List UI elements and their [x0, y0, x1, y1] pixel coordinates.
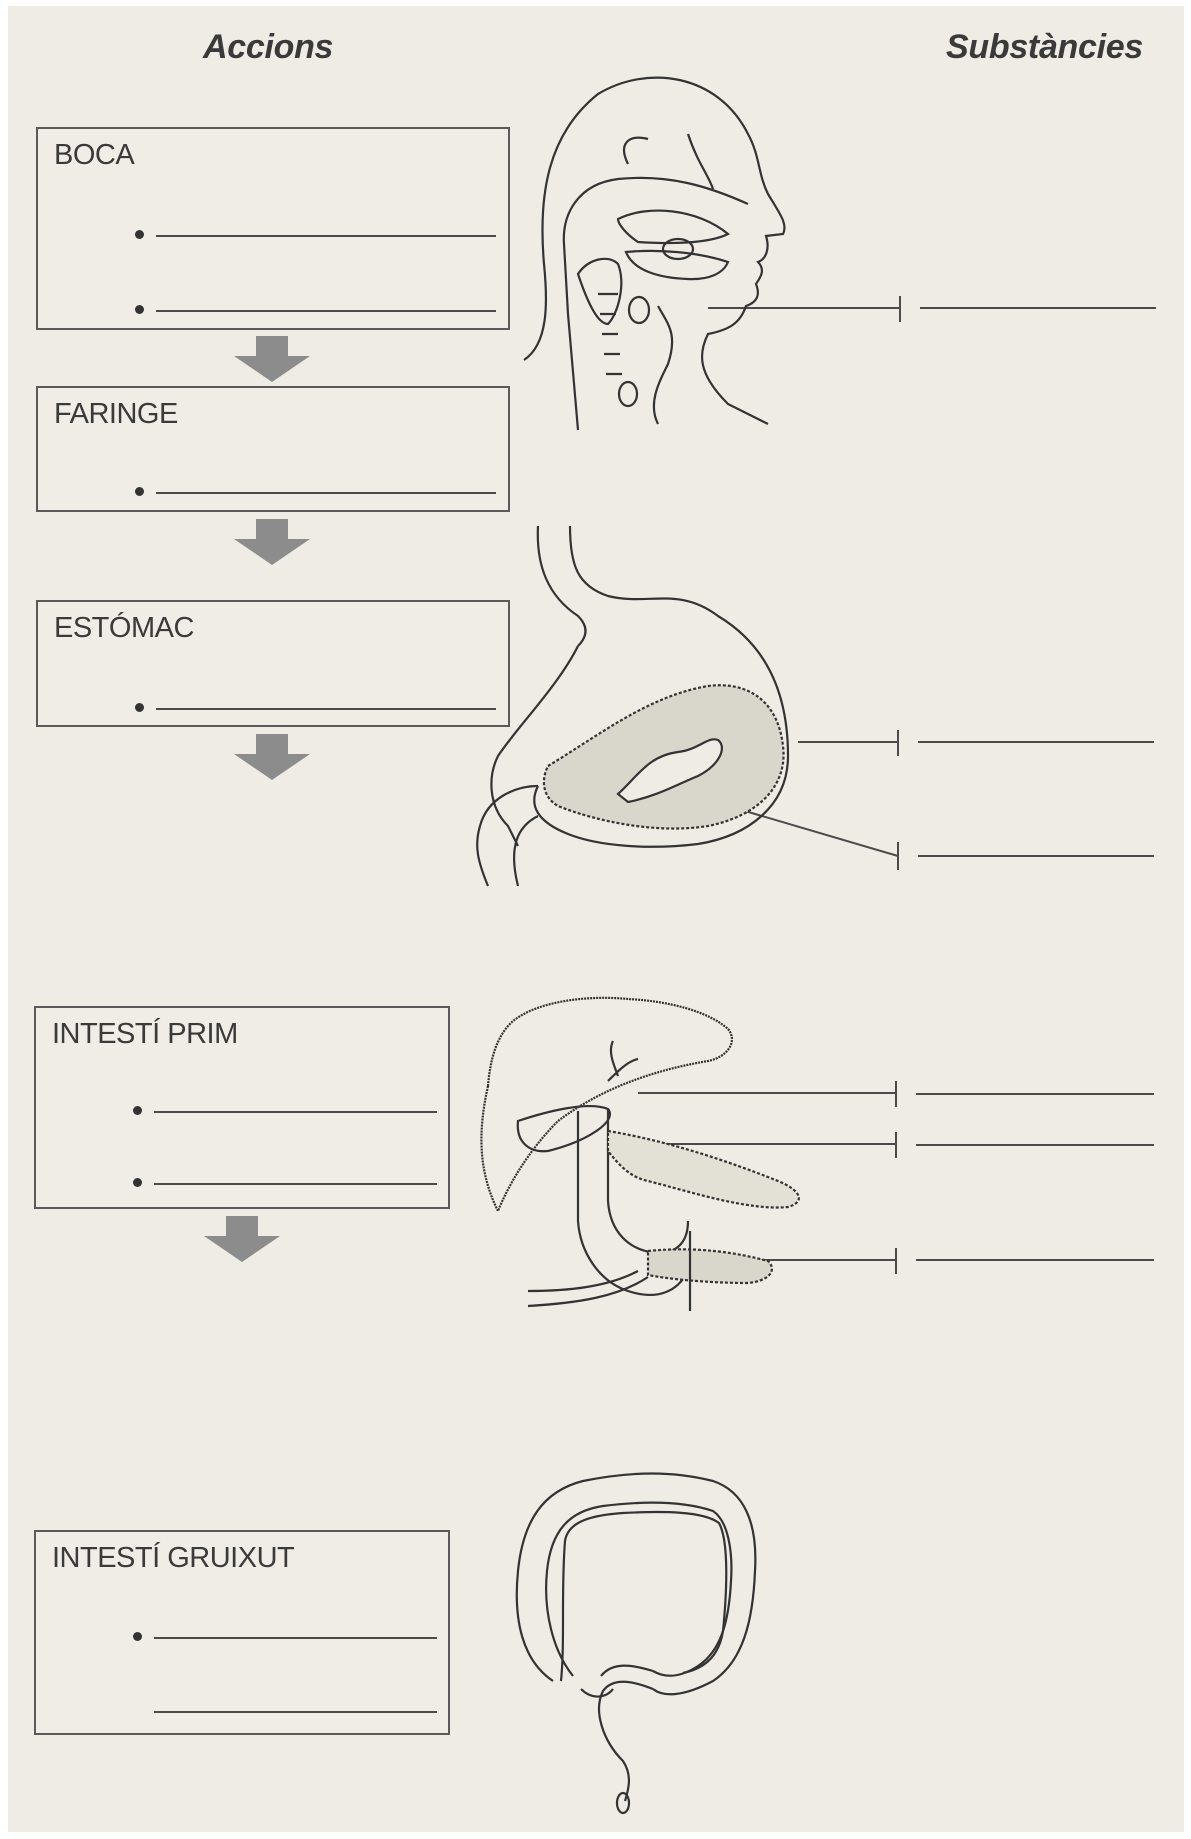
worksheet: Accions Substàncies BOCA FARINGE ESTÓMAC… [8, 6, 1184, 1832]
stomach-illustration [478, 526, 838, 886]
large-intestine-illustration [513, 1461, 773, 1811]
liver-pancreas-illustration [468, 991, 868, 1321]
head-illustration [508, 74, 808, 434]
